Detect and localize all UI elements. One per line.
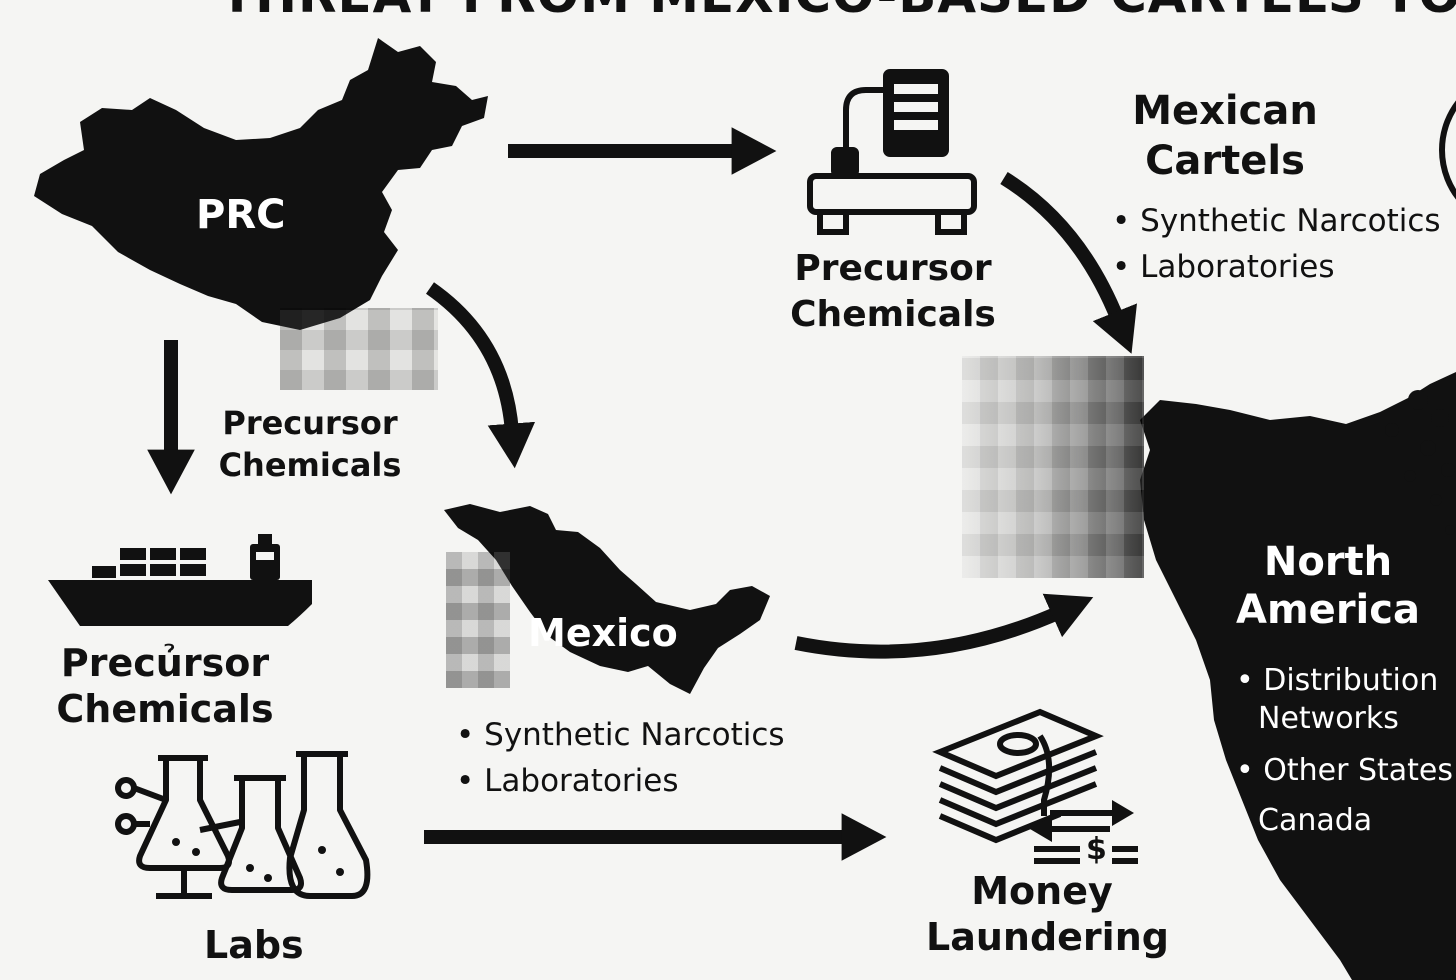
money-line2: Laundering — [926, 915, 1169, 959]
prc-map-silhouette — [34, 38, 488, 330]
mexican-cartels-bullets: • Synthetic Narcotics • Laboratories — [1112, 198, 1441, 290]
north-america-heading: North America — [1230, 538, 1426, 634]
precursor-ship-line1: Precủrsor — [60, 641, 270, 685]
redaction-patch-north-america-grid — [962, 356, 1144, 578]
mexico-map-silhouette — [444, 504, 770, 694]
north-america-bullet: • Distribution — [1236, 663, 1439, 698]
mexico-label: Mexico — [528, 611, 678, 655]
mexico-bullet: • Synthetic Narcotics — [456, 717, 785, 753]
north-america-line1: North — [1263, 539, 1393, 585]
redaction-patch-mexico — [446, 552, 510, 688]
north-america-islands — [1385, 390, 1455, 535]
precursor-top-line2: Chemicals — [790, 294, 996, 335]
mexican-cartels-line1: Mexican — [1132, 88, 1318, 134]
diagram-title: THREAT FROM MEXICO-BASED CARTELS TO NORT… — [220, 0, 1456, 24]
money-laundering-label: Money Laundering — [926, 868, 1169, 960]
precursor-ship-label: Precủrsor Chemicals — [54, 640, 276, 732]
mexican-cartels-heading: Mexican Cartels — [1130, 86, 1320, 186]
mexican-cartels-bullet: • Laboratories — [1112, 249, 1335, 285]
mexican-cartels-bullet: • Synthetic Narcotics — [1112, 203, 1441, 239]
money-line1: Money — [971, 869, 1113, 913]
mexico-bullets: • Synthetic Narcotics • Laboratories — [456, 712, 785, 804]
precursor-mid-line1: Precursor — [222, 404, 398, 442]
arrow-mexico-to-north-america — [794, 593, 1094, 659]
redaction-patch-prc — [280, 308, 438, 390]
north-america-item: Canada — [1258, 803, 1373, 838]
cargo-ship-icon — [48, 534, 312, 626]
precursor-ship-line2: Chemicals — [56, 687, 274, 731]
precursor-top-line1: Precursor — [794, 248, 992, 289]
north-america-bullet: • Other States — [1236, 753, 1453, 788]
precursor-mid-label: Precursor Chemicals — [218, 402, 402, 486]
scale-icon — [807, 69, 977, 235]
redaction-patch-north-america — [962, 356, 1144, 578]
north-america-map-silhouette — [1140, 372, 1456, 980]
lab-flask-bubbles — [172, 838, 344, 882]
arrow-prc-to-mexico — [425, 282, 536, 469]
precursor-mid-line2: Chemicals — [218, 446, 402, 484]
precursor-top-label: Precursor Chemicals — [790, 246, 996, 338]
mexico-bullet: • Laboratories — [456, 763, 679, 799]
money-symbol: $ — [1086, 832, 1107, 867]
prc-label: PRC — [196, 192, 286, 238]
north-america-line2: America — [1236, 587, 1420, 633]
arrow-precursor-to-cartels — [1000, 172, 1137, 354]
exchange-arrows-icon — [1030, 800, 1138, 864]
labs-label: Labs — [204, 923, 304, 967]
north-america-bullets: • Distribution Networks • Other States C… — [1236, 662, 1453, 840]
seal-partial — [1439, 100, 1456, 200]
north-america-bullet-cont: Networks — [1258, 701, 1399, 736]
mexican-cartels-line2: Cartels — [1145, 138, 1305, 184]
money-stack-icon — [932, 708, 1104, 844]
lab-flasks-icon — [115, 751, 371, 899]
